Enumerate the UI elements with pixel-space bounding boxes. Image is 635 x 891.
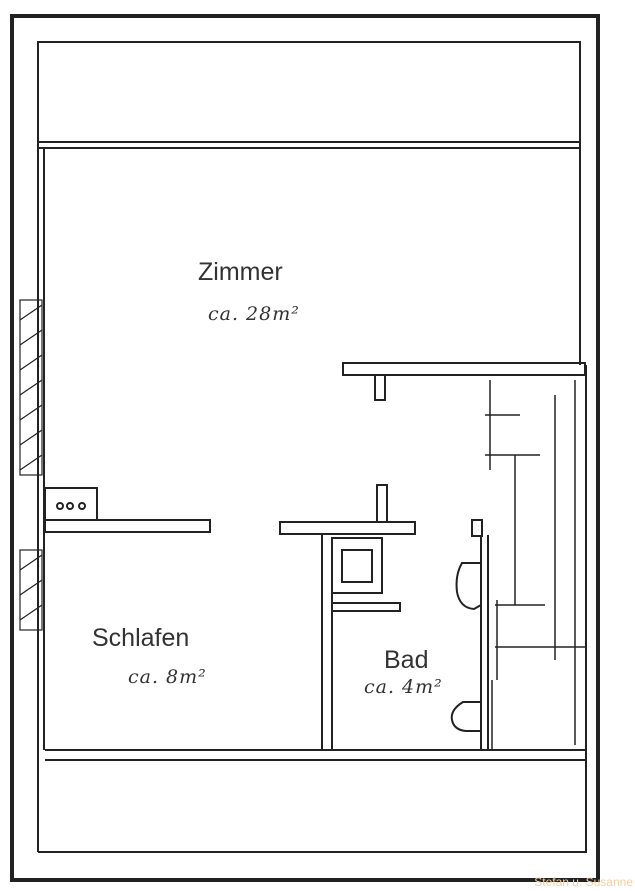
outer-walls xyxy=(10,14,600,882)
room-name-zimmer: Zimmer xyxy=(198,258,283,286)
toilet-icon xyxy=(450,701,481,732)
sink-icon xyxy=(455,562,482,611)
watermark: Stefan u. Susanne xyxy=(534,875,633,889)
interior-walls xyxy=(44,362,586,750)
shower-lines xyxy=(485,380,585,750)
stove-icon xyxy=(44,487,98,521)
window-hatching xyxy=(19,299,43,631)
room-area-zimmer: ca. 28m² xyxy=(208,303,300,325)
room-name-bad: Bad xyxy=(384,646,429,674)
room-area-bad: ca. 4m² xyxy=(364,676,443,698)
room-name-schlafen: Schlafen xyxy=(92,624,190,652)
room-area-schlafen: ca. 8m² xyxy=(128,666,207,688)
washing-machine-icon xyxy=(331,537,401,612)
